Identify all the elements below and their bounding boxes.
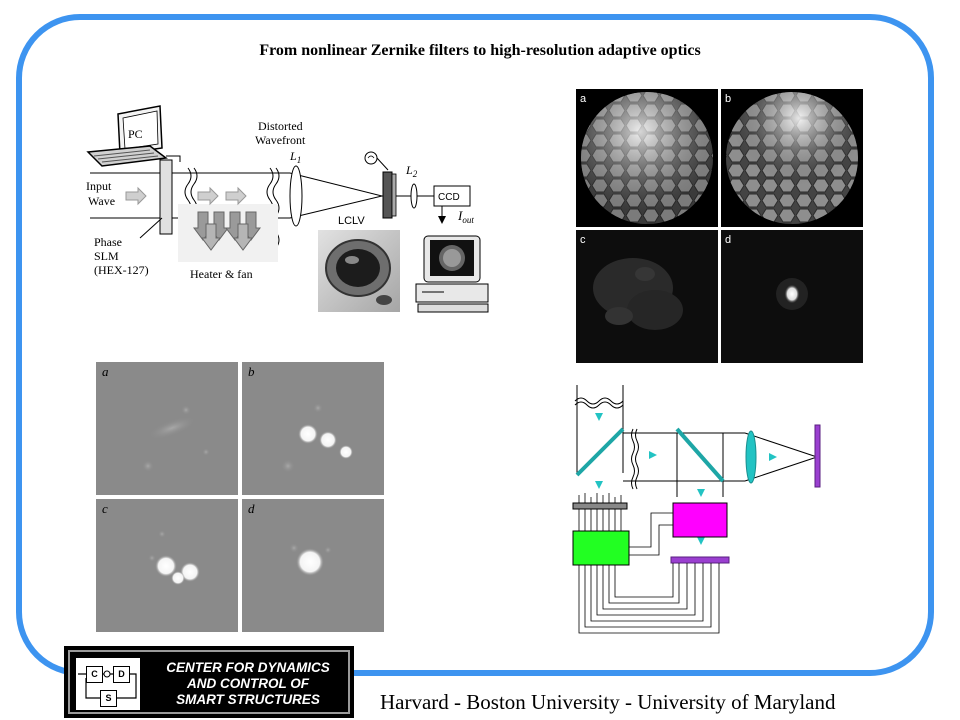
- processor-block: [672, 502, 728, 538]
- hex-panel-d-label: d: [725, 234, 731, 246]
- lens-l2: [410, 183, 418, 209]
- heat-arrows: [193, 211, 261, 251]
- controller-block: [572, 530, 630, 566]
- hex-panel-c-label: c: [580, 234, 586, 246]
- spot-panel-b: [242, 362, 384, 495]
- logo-block-c: C: [86, 666, 103, 683]
- ccd-camera: [433, 185, 471, 207]
- deformable-mirror: [572, 502, 628, 510]
- focal-spot-images: a b c d: [96, 362, 384, 632]
- beam-splitter-mirror-2: [675, 427, 725, 483]
- computer-monitor-icon: [415, 235, 489, 313]
- distorted-label-1: Distorted: [258, 119, 303, 133]
- beam-splitter-mirror-1: [575, 427, 625, 477]
- distorted-label-2: Wavefront: [255, 133, 306, 147]
- pinhole-stop: [814, 424, 821, 488]
- beam-arrows: [595, 413, 777, 545]
- l2-label: L2: [405, 163, 418, 179]
- affiliations-footer: Harvard - Boston University - University…: [380, 690, 836, 714]
- hex-panel-b-label: b: [725, 93, 731, 105]
- hex-panel-a-label: a: [580, 93, 587, 105]
- hex-mirror-images: a b c d: [575, 88, 865, 364]
- slide-frame: [16, 14, 934, 676]
- heater-label: Heater & fan: [190, 267, 253, 281]
- hex-panel-c: [576, 230, 718, 363]
- phase-slm-label-2: SLM: [94, 249, 119, 263]
- hex-panel-d: [721, 230, 863, 363]
- iout-label: Iout: [457, 208, 474, 225]
- pc-icon: [86, 105, 168, 167]
- spot-panel-c-label: c: [102, 501, 108, 516]
- slide-title: From nonlinear Zernike filters to high-r…: [259, 42, 701, 59]
- logo-block-s: S: [100, 690, 117, 707]
- spot-panel-a: [96, 362, 238, 495]
- l1-label: L1: [289, 149, 301, 165]
- spot-panel-b-label: b: [248, 364, 255, 379]
- pc-label: PC: [128, 127, 143, 141]
- wavefront-sensor: [670, 556, 730, 564]
- cdcss-logo: C D S CENTER FOR DYNAMICS AND CONTROL OF…: [64, 646, 354, 718]
- phase-slm-label-1: Phase: [94, 235, 122, 249]
- phase-slm-label-3: (HEX-127): [94, 263, 149, 277]
- logo-line-3: SMART STRUCTURES: [176, 692, 320, 707]
- hex-panel-b: [721, 89, 863, 227]
- optical-setup-diagram: PC Input Wave Phase SLM (HEX-127) Heater…: [86, 105, 489, 313]
- ccd-label: CCD: [438, 192, 460, 203]
- spot-panel-d: [242, 499, 384, 632]
- hex-panel-a: [576, 89, 718, 227]
- logo-block-diagram: C D S: [76, 658, 140, 710]
- spot-panel-d-label: d: [248, 501, 255, 516]
- logo-line-2: AND CONTROL OF: [187, 676, 309, 691]
- logo-text: CENTER FOR DYNAMICS AND CONTROL OF SMART…: [150, 660, 346, 708]
- lclv-photo: [318, 230, 400, 312]
- input-wave-label-2: Wave: [88, 194, 115, 208]
- adaptive-optics-schematic: [572, 385, 821, 634]
- logo-line-1: CENTER FOR DYNAMICS: [166, 660, 330, 675]
- input-wave-label-1: Input: [86, 179, 112, 193]
- lclv-label: LCLV: [338, 215, 365, 227]
- spot-panel-a-label: a: [102, 364, 109, 379]
- phase-slm: [159, 159, 173, 235]
- lens-l1: [289, 165, 303, 227]
- logo-block-d: D: [113, 666, 130, 683]
- heater-fan-area: [178, 204, 278, 262]
- spot-panel-c: [96, 499, 238, 632]
- lclv-device: [382, 171, 393, 219]
- focusing-lens: [745, 430, 757, 484]
